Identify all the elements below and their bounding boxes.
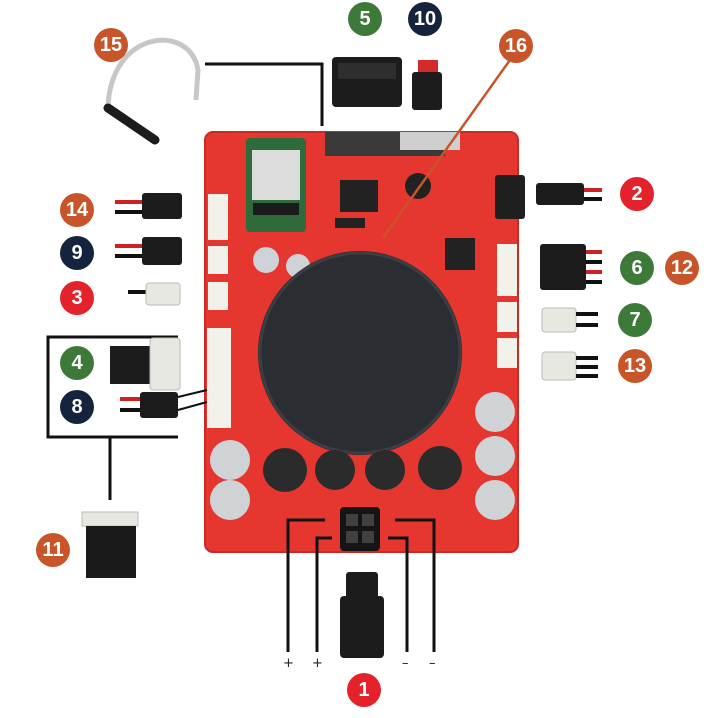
- leader-15: [205, 62, 324, 126]
- badge-5: 5: [348, 2, 382, 36]
- badge-11: 11: [36, 533, 70, 567]
- chip: [340, 180, 378, 212]
- connector-10: [412, 60, 442, 110]
- board-connector-2: [495, 175, 525, 219]
- badge-6: 6: [620, 251, 654, 285]
- plus-label-2: +: [312, 656, 323, 671]
- badge-1: 1: [347, 673, 381, 707]
- amplifier-board: [204, 131, 525, 553]
- minus-label-2: –: [429, 656, 436, 671]
- minus-label-1: –: [402, 656, 409, 671]
- badge-7: 7: [618, 303, 652, 337]
- connector-6-12: [540, 244, 602, 290]
- badge-4: 4: [60, 346, 94, 380]
- antenna-cable: [103, 37, 201, 145]
- bracket-4-8: [46, 335, 178, 439]
- connector-2: [536, 183, 602, 205]
- ribbon-cable-11: [81, 511, 139, 578]
- badge-14: 14: [60, 193, 94, 227]
- badge-2: 2: [620, 177, 654, 211]
- leader-lines: [46, 62, 436, 652]
- connector-9: [115, 237, 182, 265]
- badge-8: 8: [60, 390, 94, 424]
- connector-14: [115, 193, 182, 219]
- badge-10: 10: [408, 2, 442, 36]
- badge-16: 16: [499, 29, 533, 63]
- speaker-disc: [258, 251, 462, 455]
- connector-8: [120, 392, 178, 418]
- badge-12: 12: [665, 251, 699, 285]
- connector-7: [541, 307, 598, 333]
- power-plug: [340, 572, 384, 658]
- connector-4: [110, 337, 181, 391]
- connector-13: [541, 351, 598, 381]
- inductor: [263, 448, 307, 492]
- badge-15: 15: [94, 28, 128, 62]
- plus-label-1: +: [283, 656, 294, 671]
- badge-13: 13: [618, 349, 652, 383]
- capacitor: [210, 440, 250, 480]
- power-socket: [340, 507, 380, 551]
- leader-16: [381, 59, 512, 239]
- badge-9: 9: [60, 236, 94, 270]
- badge-3: 3: [60, 281, 94, 315]
- connector-3: [128, 282, 181, 306]
